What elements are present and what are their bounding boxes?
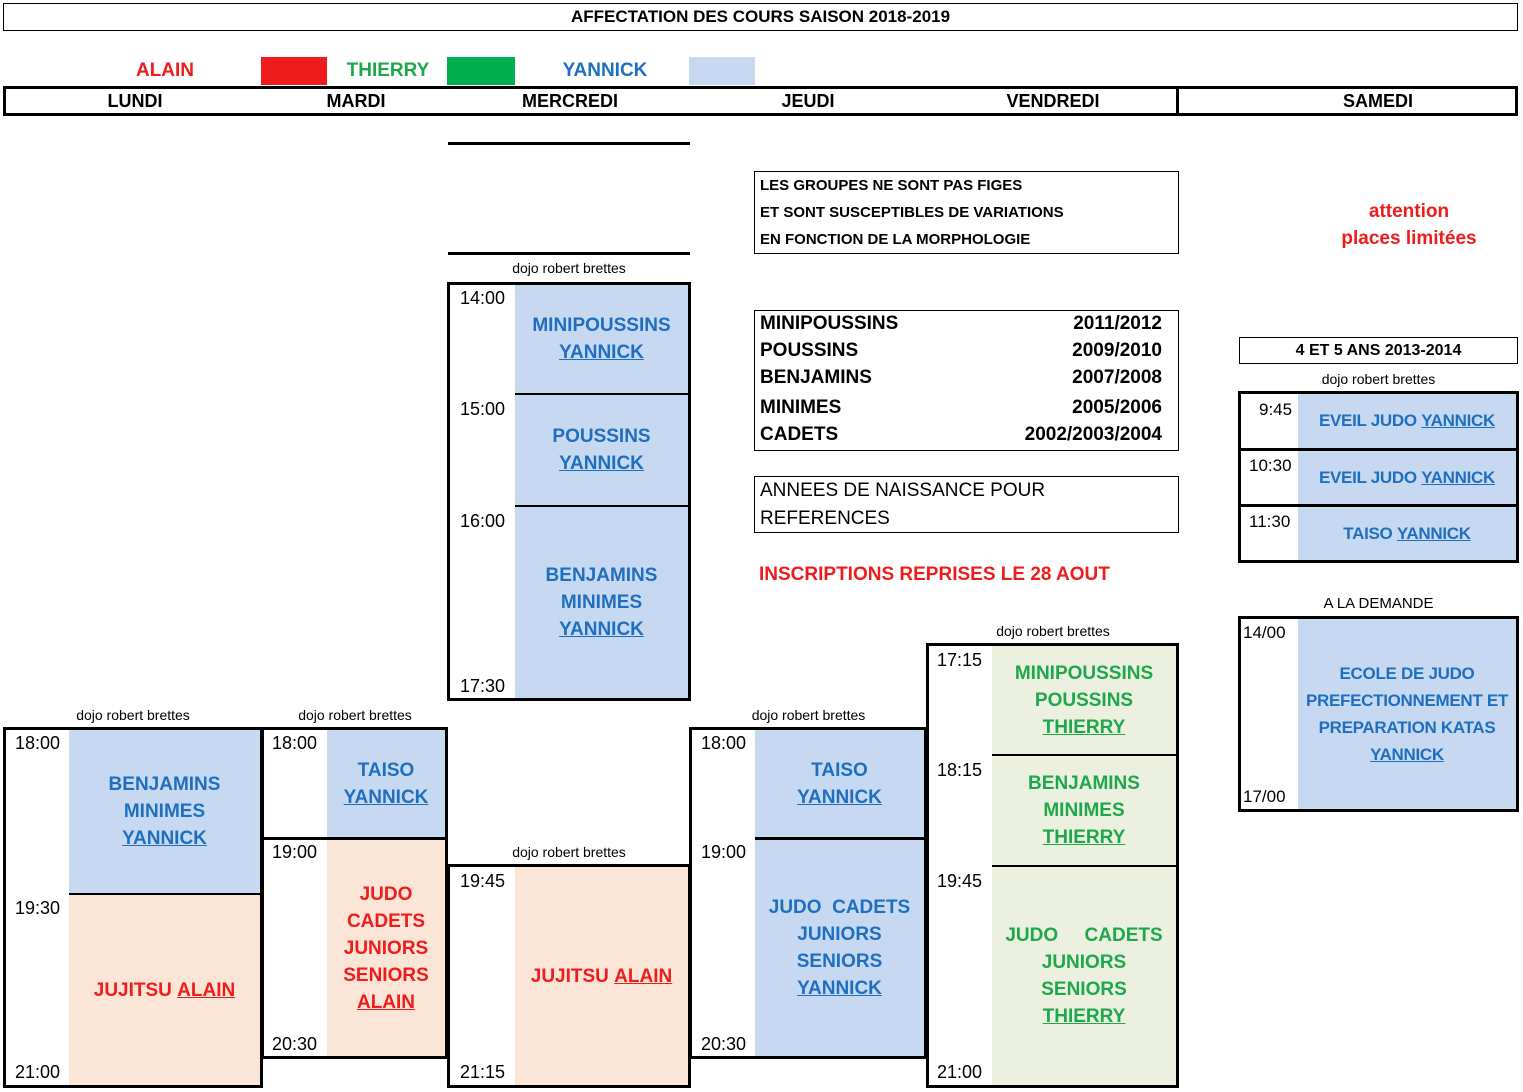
on-demand-label: A LA DEMANDE [1323,594,1434,612]
course-ecole-de-judo: ECOLE DE JUDO PREFECTIONNEMENT ET PREPAR… [1298,619,1516,809]
birth-years-reference-box: ANNEES DE NAISSANCE POUR REFERENCES [754,476,1179,533]
time-label: 15:00 [460,399,506,419]
time-label: 14:00 [460,288,506,308]
course-minipoussins: MINIPOUSSINS YANNICK [515,285,688,393]
legend-yannick-swatch [689,57,755,85]
notice-box: LES GROUPES NE SONT PAS FIGES ET SONT SU… [754,171,1179,254]
samedi-morning-block: 9:45 EVEIL JUDO YANNICK 10:30 EVEIL JUDO… [1238,391,1519,563]
inscriptions-notice: INSCRIPTIONS REPRISES LE 28 AOUT [759,564,1110,585]
samedi-age-header: 4 ET 5 ANS 2013-2014 [1239,337,1518,364]
samedi-afternoon-block: 14/00 17/00 ECOLE DE JUDO PREFECTIONNEME… [1238,616,1519,812]
course-benjamins-minimes: BENJAMINS MINIMES YANNICK [69,730,260,893]
divider-line [448,142,690,145]
course-jujitsu: JUJITSU ALAIN [69,895,260,1085]
legend-thierry-label: THIERRY [346,60,430,81]
dojo-label: dojo robert brettes [512,844,626,860]
course-benjamins-minimes: BENJAMINS MINIMES THIERRY [992,756,1176,865]
notice-line: EN FONCTION DE LA MORPHOLOGIE [760,231,1031,248]
course-eveil-judo: EVEIL JUDO YANNICK [1298,394,1516,448]
time-label: 10:30 [1249,456,1292,475]
time-label: 19:45 [937,871,983,891]
course-jujitsu: JUJITSU ALAIN [515,867,688,1085]
day-vendredi: VENDREDI [1006,90,1100,111]
time-label: 17:30 [460,676,506,696]
course-judo-cadets-juniors-seniors: JUDO CADETS JUNIORS SENIORS ALAIN [327,840,445,1056]
time-label: 20:30 [272,1034,318,1054]
time-label: 9:45 [1259,400,1293,419]
dojo-label: dojo robert brettes [751,707,866,723]
dojo-label: dojo robert brettes [512,260,626,276]
saturday-header-bar [1176,86,1518,116]
course-minipoussins-poussins: MINIPOUSSINS POUSSINS THIERRY [992,646,1176,754]
notice-line: ET SONT SUSCEPTIBLES DE VARIATIONS [760,204,1064,221]
time-label: 16:00 [460,511,506,531]
time-label: 17/00 [1243,787,1286,806]
vendredi-block: 17:15 18:15 19:45 21:00 MINIPOUSSINS POU… [926,643,1179,1088]
attention-text: places limitées [1341,228,1477,249]
day-lundi: LUNDI [107,90,163,111]
day-samedi: SAMEDI [1342,90,1413,111]
dojo-label: dojo robert brettes [298,707,412,723]
day-mardi: MARDI [326,90,386,111]
course-taiso: TAISO YANNICK [1298,507,1516,560]
time-label: 14/00 [1243,623,1286,642]
mercredi-evening-block: 19:45 21:15 JUJITSU ALAIN [447,864,691,1088]
time-label: 21:15 [460,1062,506,1082]
course-taiso: TAISO YANNICK [327,730,445,837]
time-label: 19:00 [701,842,747,862]
dojo-label: dojo robert brettes [1321,371,1436,387]
course-poussins: POUSSINS YANNICK [515,395,688,505]
legend-alain-label: ALAIN [135,60,195,81]
time-label: 18:00 [272,733,318,753]
course-judo-cadets-juniors-seniors: JUDO CADETS JUNIORS SENIORS THIERRY [992,867,1176,1085]
time-label: 18:00 [701,733,747,753]
reference-text: ANNEES DE NAISSANCE POUR [760,480,1046,501]
time-label: 18:15 [937,760,983,780]
course-eveil-judo: EVEIL JUDO YANNICK [1298,451,1516,504]
time-label: 21:00 [937,1062,983,1082]
dojo-label: dojo robert brettes [76,707,190,723]
page-title: AFFECTATION DES COURS SAISON 2018-2019 [3,3,1518,31]
reference-text: REFERENCES [760,508,890,529]
time-label: 21:00 [15,1062,61,1082]
course-benjamins-minimes: BENJAMINS MINIMES YANNICK [515,507,688,698]
mercredi-afternoon-block: 14:00 15:00 16:00 17:30 MINIPOUSSINS YAN… [447,282,691,701]
mardi-block: 18:00 19:00 20:30 TAISO YANNICK JUDO CAD… [261,727,448,1059]
day-jeudi: JEUDI [781,90,835,111]
time-label: 11:30 [1249,512,1291,531]
course-taiso: TAISO YANNICK [755,730,924,837]
time-label: 17:15 [937,650,983,670]
divider-line [448,252,690,255]
time-label: 19:45 [460,871,506,891]
legend-yannick-label: YANNICK [562,60,648,81]
day-mercredi: MERCREDI [521,90,618,111]
time-label: 18:00 [15,733,61,753]
time-label: 19:00 [272,842,318,862]
time-label: 19:30 [15,898,61,918]
course-judo-cadets-juniors-seniors: JUDO CADETS JUNIORS SENIORS YANNICK [755,840,924,1056]
jeudi-block: 18:00 19:00 20:30 TAISO YANNICK JUDO CAD… [689,727,927,1059]
legend-thierry-swatch [447,57,515,85]
dojo-label: dojo robert brettes [996,623,1110,639]
attention-text: attention [1368,201,1450,222]
legend-alain-swatch [261,57,327,85]
notice-line: LES GROUPES NE SONT PAS FIGES [760,177,1023,194]
lundi-block: 18:00 19:30 21:00 BENJAMINS MINIMES YANN… [3,727,263,1088]
time-label: 20:30 [701,1034,747,1054]
